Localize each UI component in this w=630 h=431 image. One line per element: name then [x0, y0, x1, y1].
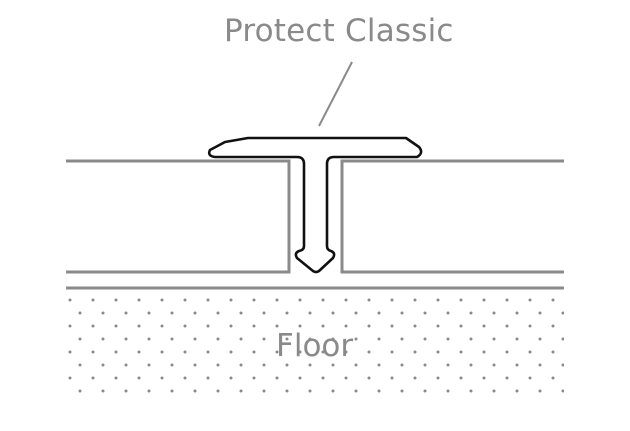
floor-dotted-fill — [66, 292, 564, 400]
floor-label: Floor — [276, 328, 354, 364]
right-board — [340, 159, 564, 274]
leader-line — [318, 61, 353, 127]
profile-name-label: Protect Classic — [224, 13, 454, 49]
left-board — [66, 159, 291, 274]
t-profile — [207, 136, 423, 274]
